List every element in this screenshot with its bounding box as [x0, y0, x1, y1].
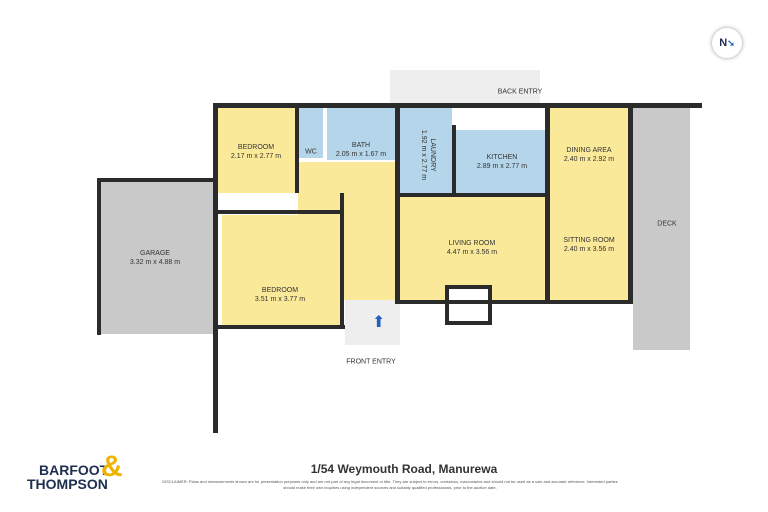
wall [295, 108, 299, 193]
disclaimer: DISCLAIMER: Plans and measurements shown… [162, 479, 618, 490]
back-entry-step [390, 70, 540, 103]
wall [213, 103, 218, 433]
laundry [400, 108, 452, 193]
arrow-icon: ➘ [727, 37, 735, 48]
bath [327, 108, 395, 160]
wall [395, 108, 400, 300]
wc [298, 108, 323, 158]
property-address: 1/54 Weymouth Road, Manurewa [310, 462, 498, 476]
wall [218, 325, 345, 329]
front-entry-label: FRONT ENTRY [346, 358, 396, 366]
fireplace [445, 285, 492, 325]
wall [97, 178, 101, 335]
wall [628, 103, 633, 303]
kitchen [455, 130, 548, 193]
wc-label: WC [305, 148, 317, 156]
garage [100, 182, 215, 334]
front-entry-step [345, 300, 400, 345]
entry-arrow-icon: ⬆ [372, 314, 386, 331]
wall [545, 108, 550, 300]
deck-label: DECK [657, 220, 677, 228]
back-entry-label: BACK ENTRY [497, 88, 543, 96]
bedroom-2 [222, 215, 340, 325]
wall [340, 193, 344, 328]
north-indicator: N➘ [712, 28, 742, 58]
wall [452, 125, 456, 193]
deck [633, 108, 690, 350]
living-room [400, 197, 545, 300]
bedroom-1 [218, 108, 295, 193]
wall [400, 193, 545, 197]
dining-sitting [550, 108, 628, 300]
wall [97, 178, 218, 182]
wall [395, 300, 633, 304]
wall [218, 210, 343, 214]
wall [215, 103, 702, 108]
